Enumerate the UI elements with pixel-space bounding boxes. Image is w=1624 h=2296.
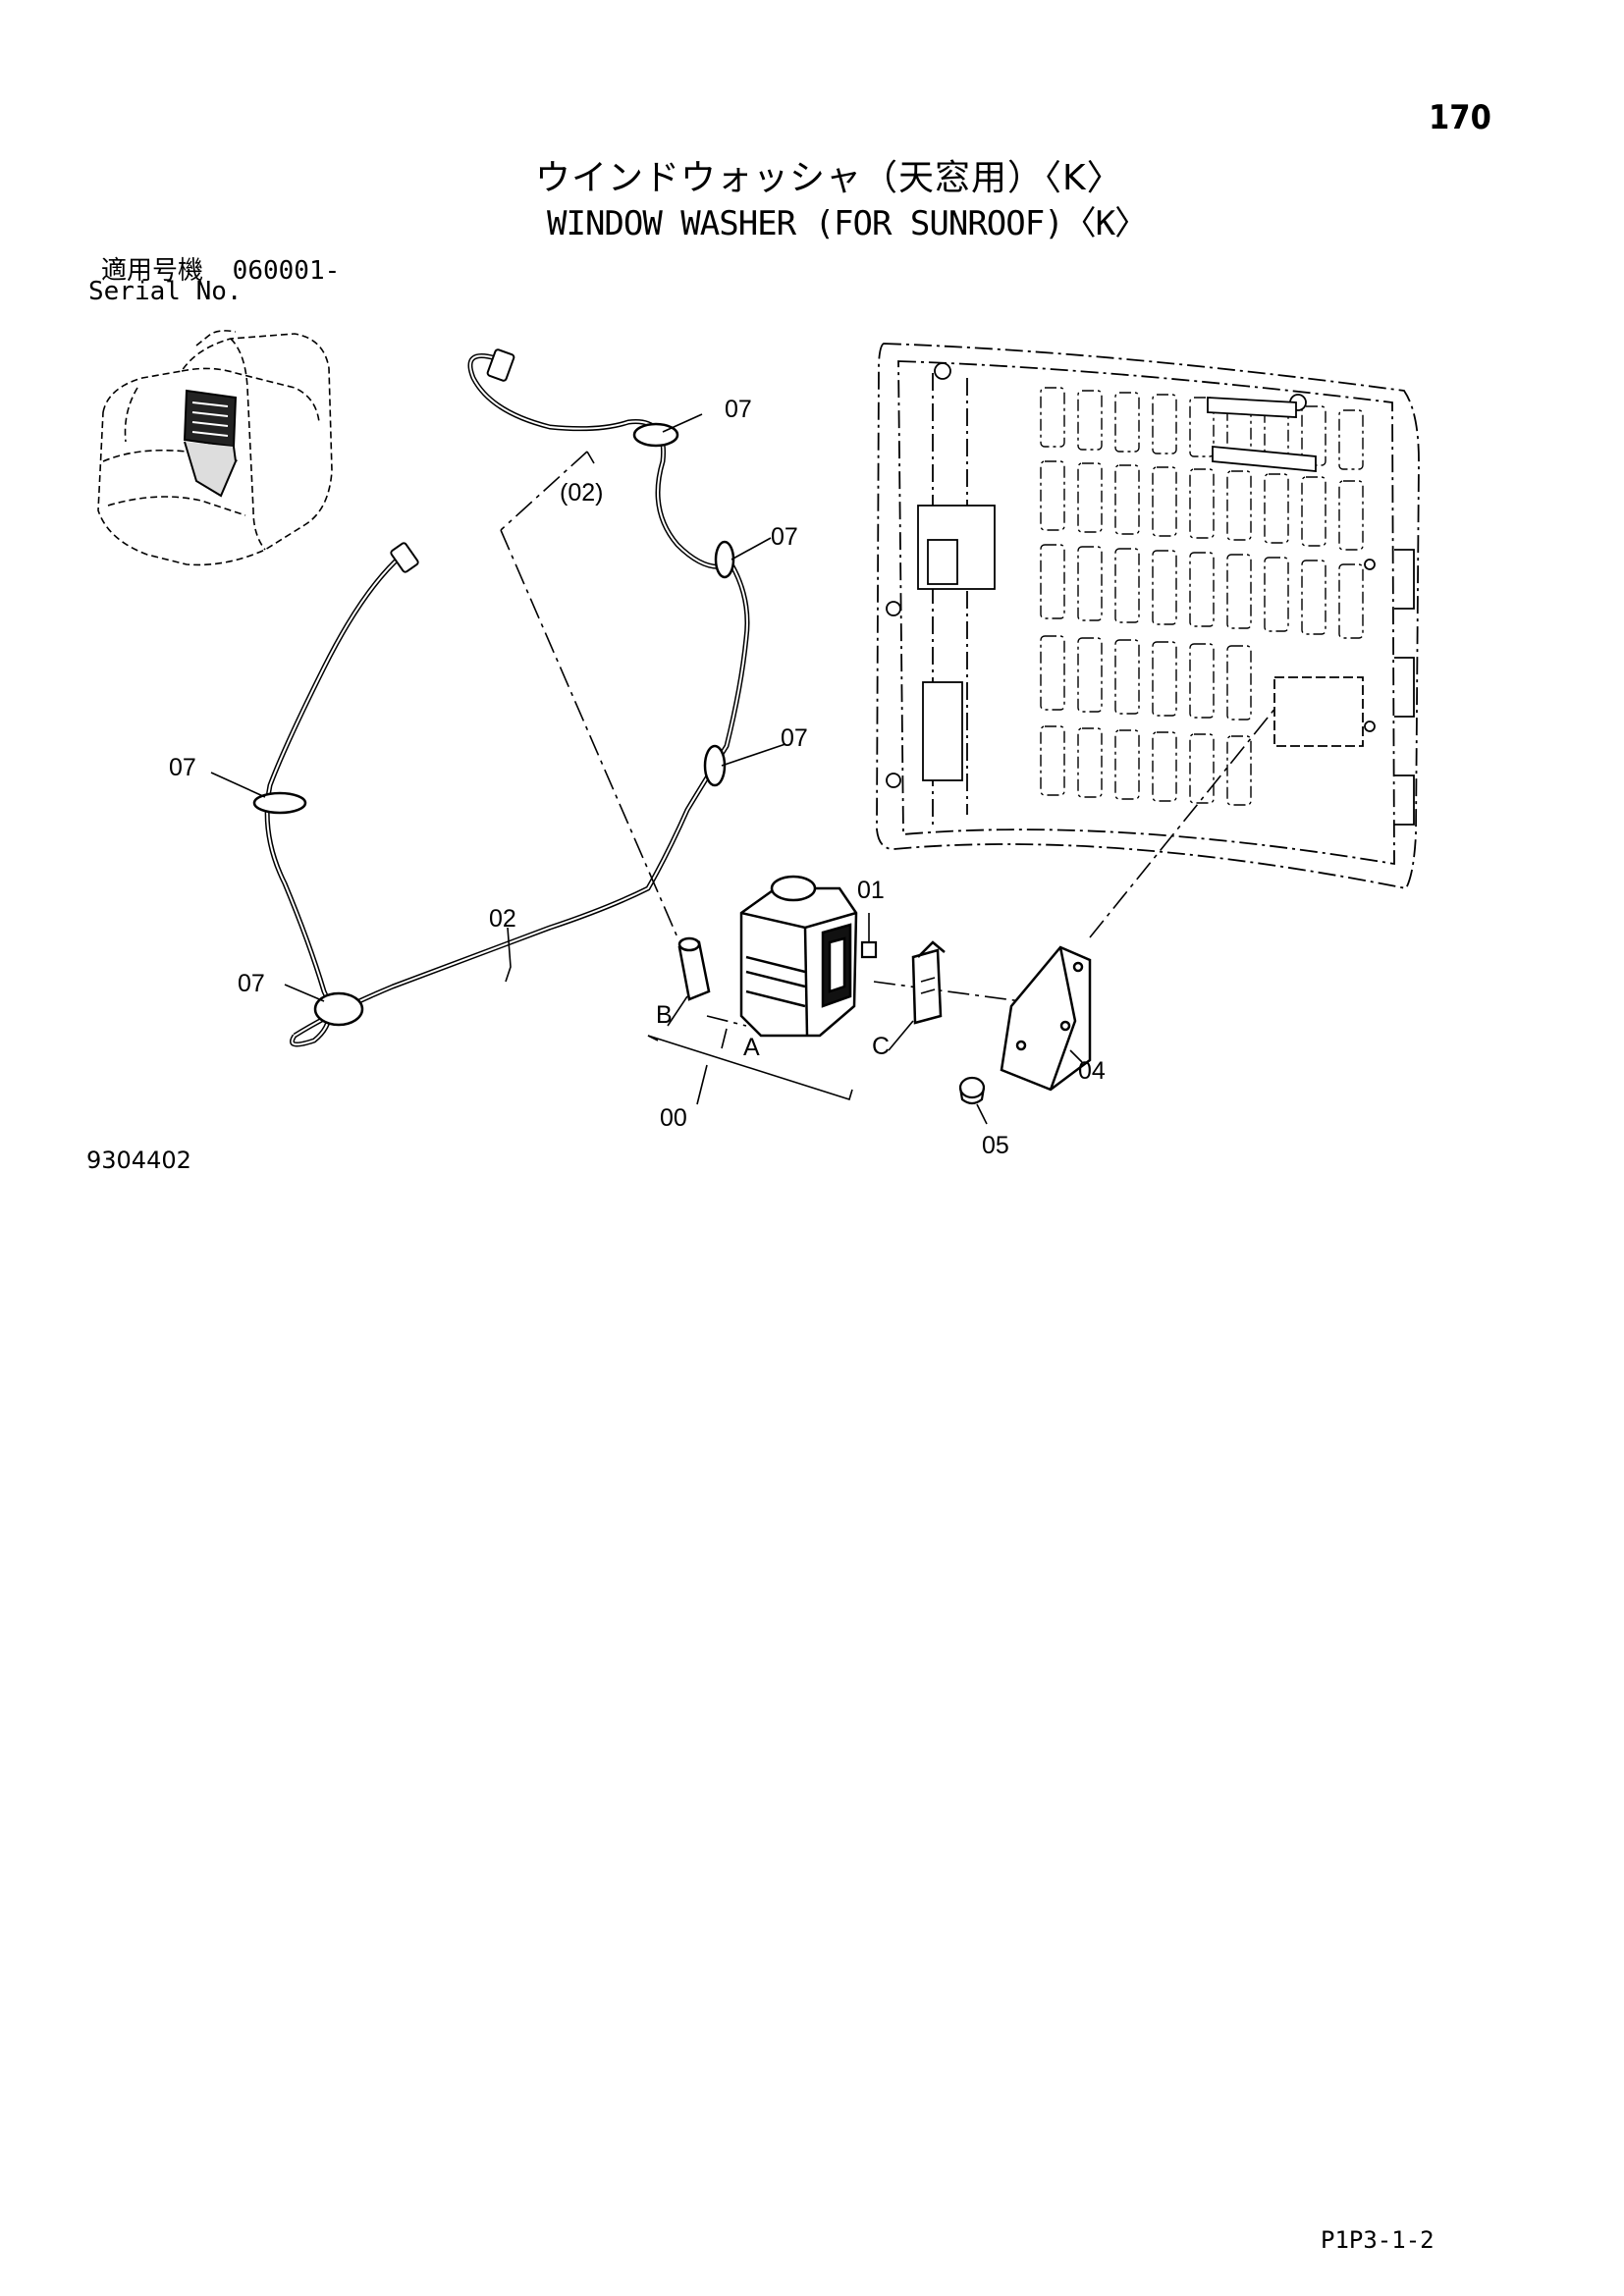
callout-07-clip-bottom: 07 <box>238 970 265 997</box>
serial-label-english: Serial No. <box>88 277 243 306</box>
callout-07-clip-top: 07 <box>725 396 752 423</box>
hose-clips <box>252 422 735 1027</box>
leader-lines <box>210 413 1083 1125</box>
serial-value: 060001- <box>232 256 341 286</box>
callout-05-nut: 05 <box>982 1132 1009 1159</box>
callout-a-tank: A <box>743 1034 760 1061</box>
drawing-number: 9304402 <box>86 1147 191 1174</box>
sunroof-frame <box>876 343 1420 890</box>
title-japanese: ウインドウォッシャ（天窓用）〈K〉 <box>535 158 1123 198</box>
title-english: WINDOW WASHER (FOR SUNROOF)〈K〉 <box>547 204 1148 243</box>
washer-pump <box>677 936 711 1001</box>
serial-label-jp-text: 適用号機 <box>101 256 204 286</box>
page-number: 170 <box>1429 98 1491 137</box>
callout-02-hose: 02 <box>489 905 516 933</box>
sunroof-hardware <box>886 362 1415 826</box>
sunroof-grille <box>1040 387 1364 806</box>
serial-label-japanese: 適用号機 060001- <box>101 250 340 287</box>
callout-01-bolt: 01 <box>857 877 885 904</box>
bolt-01 <box>860 940 878 959</box>
cab-locator-sketch <box>97 330 333 566</box>
hose-nozzle-end <box>390 348 515 573</box>
sheet-code: P1P3-1-2 <box>1321 2226 1435 2254</box>
callout-b-pump: B <box>656 1001 673 1029</box>
assembly-guide-lines <box>500 451 1277 1027</box>
cab-sunroof-highlight <box>183 389 238 498</box>
washer-tank <box>739 875 858 1038</box>
callout-04-bracket: 04 <box>1078 1057 1106 1085</box>
callout-07-clip-right: 07 <box>781 724 808 752</box>
hose-upper-run <box>293 353 750 1039</box>
callout-07-clip-mid: 07 <box>771 523 798 551</box>
callout-c-clip: C <box>872 1033 891 1060</box>
callout-00-assembly: 00 <box>660 1104 687 1132</box>
callout-07-clip-left: 07 <box>169 754 196 781</box>
mounting-bracket <box>1000 945 1092 1092</box>
nut-05 <box>958 1076 986 1105</box>
hose-lower-run <box>264 553 405 1047</box>
callout-02-hose-ref: (02) <box>560 479 604 507</box>
clip-c <box>911 940 946 1025</box>
